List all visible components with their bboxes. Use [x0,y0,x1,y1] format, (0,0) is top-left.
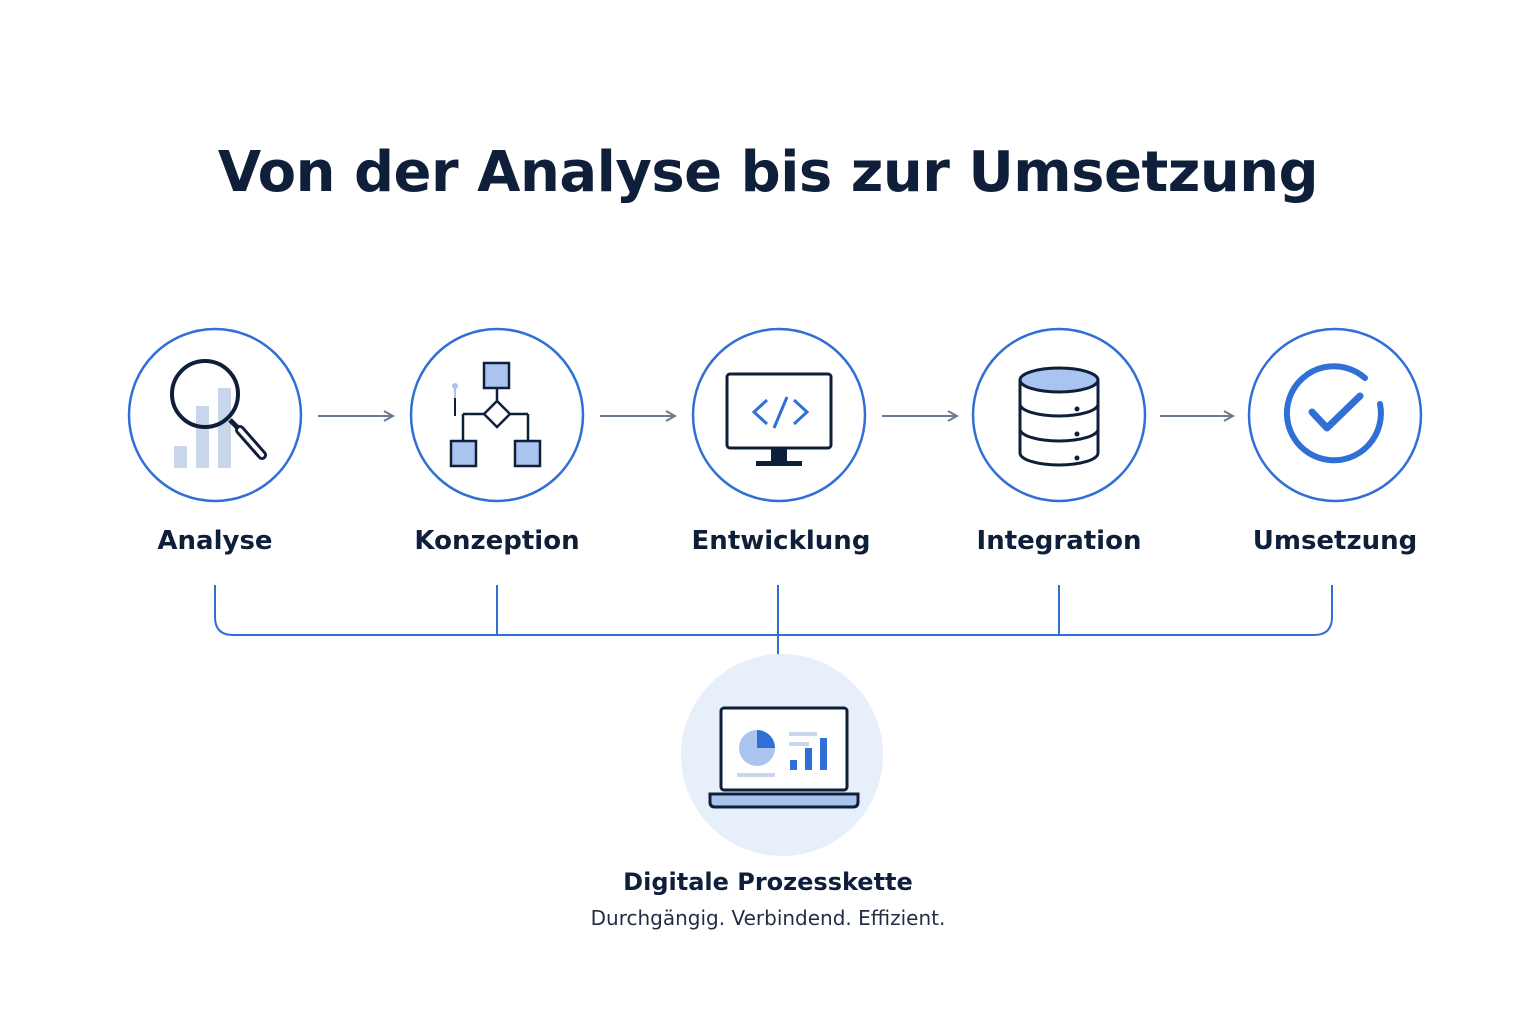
hub-title: Digitale Prozesskette [623,868,913,896]
step-label-konzeption: Konzeption [414,526,580,556]
step-circle-umsetzung [1247,327,1423,503]
laptop-dashboard-icon [708,706,860,809]
hub-subtitle: Durchgängig. Verbindend. Effizient. [590,906,946,930]
code-monitor-icon [725,372,833,466]
step-circle-analyse [127,327,303,503]
connector-bracket [214,585,1333,636]
step-label-analyse: Analyse [157,526,273,556]
step-label-umsetzung: Umsetzung [1252,526,1418,556]
database-icon [1018,366,1100,467]
flowchart-icon [449,361,542,468]
magnifier-chart-icon [170,359,267,468]
step-label-integration: Integration [976,526,1142,556]
checkmark-circle-icon [1283,363,1384,464]
step-label-entwicklung: Entwicklung [691,526,871,556]
page-title: Von der Analyse bis zur Umsetzung [217,140,1319,205]
